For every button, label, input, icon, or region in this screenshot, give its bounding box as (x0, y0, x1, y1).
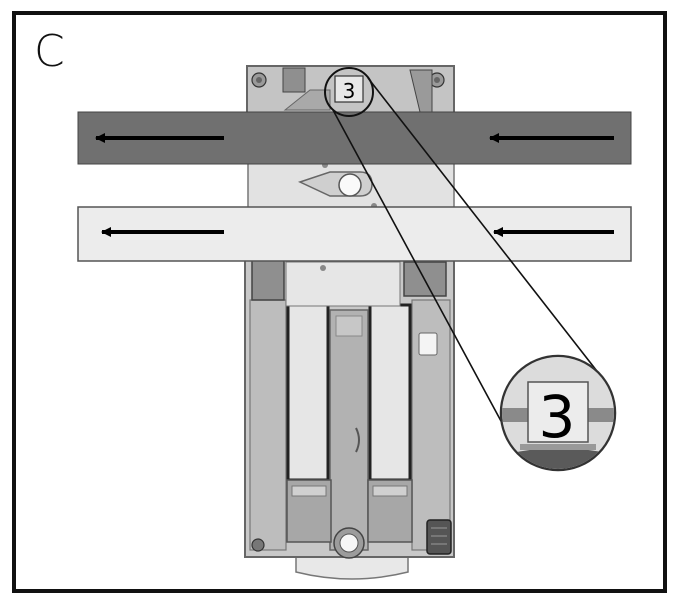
detail-source-circle (324, 67, 374, 117)
paper-guide-assembly: 3 (244, 65, 455, 580)
channel-left (286, 303, 330, 482)
center-mounting-hole (338, 173, 362, 197)
panel-label: C (34, 26, 65, 77)
screw-bottom-left (251, 538, 265, 552)
magnifier-icon: 3 (324, 67, 617, 472)
channel-right (368, 303, 412, 482)
callout-line-lower (332, 109, 509, 435)
position-window (334, 75, 364, 103)
position-number-small: 3 (343, 79, 356, 103)
left-rail (249, 299, 287, 551)
detail-number-large: 3 (539, 383, 576, 451)
bottom-foot (295, 554, 409, 580)
center-bar (329, 309, 369, 551)
adjust-knob (426, 519, 452, 555)
callout-line-upper (367, 77, 601, 376)
